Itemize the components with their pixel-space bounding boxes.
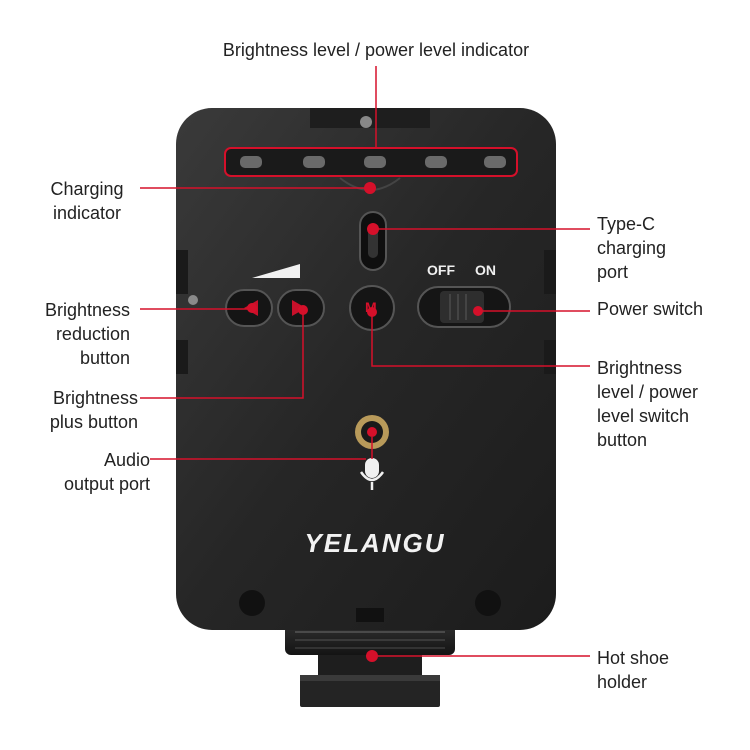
switch-on-label: ON (475, 262, 496, 278)
brightness-plus-button[interactable] (277, 289, 325, 327)
led-indicator-strip (224, 147, 518, 177)
hot-shoe-holder (285, 625, 455, 707)
label-power-switch: Power switch (597, 299, 704, 319)
led-3 (364, 156, 386, 168)
charging-indicator-dot (364, 182, 376, 194)
callout-lines (140, 66, 590, 657)
led-5 (484, 156, 506, 168)
led-1 (240, 156, 262, 168)
audio-output-port (355, 415, 389, 449)
type-c-port (359, 211, 387, 271)
switch-off-label: OFF (427, 262, 455, 278)
hot-shoe-dot (366, 650, 378, 662)
brand-logo: YELANGU (304, 528, 446, 558)
led-4 (425, 156, 447, 168)
label-audio-output: Audio output port (63, 450, 150, 494)
label-brightness-reduction: Brightness reduction button (44, 300, 130, 368)
label-level-switch: Brightness level / power level switch bu… (597, 358, 699, 450)
microphone-icon (359, 458, 385, 490)
label-brightness-plus: Brightness plus button (49, 388, 138, 432)
power-switch[interactable] (417, 286, 511, 328)
led-2 (303, 156, 325, 168)
label-type-c: Type-C charging port (597, 214, 667, 282)
brightness-level-glyph (252, 264, 300, 278)
device-body (176, 108, 556, 630)
label-charging-indicator: Charging indicator (50, 179, 124, 223)
brightness-reduction-button[interactable] (225, 289, 273, 327)
label-brightness-indicator: Brightness level / power level indicator (222, 40, 530, 60)
label-hot-shoe: Hot shoe holder (597, 648, 670, 692)
m-button-label: M (365, 299, 377, 315)
level-switch-button[interactable] (349, 285, 395, 331)
